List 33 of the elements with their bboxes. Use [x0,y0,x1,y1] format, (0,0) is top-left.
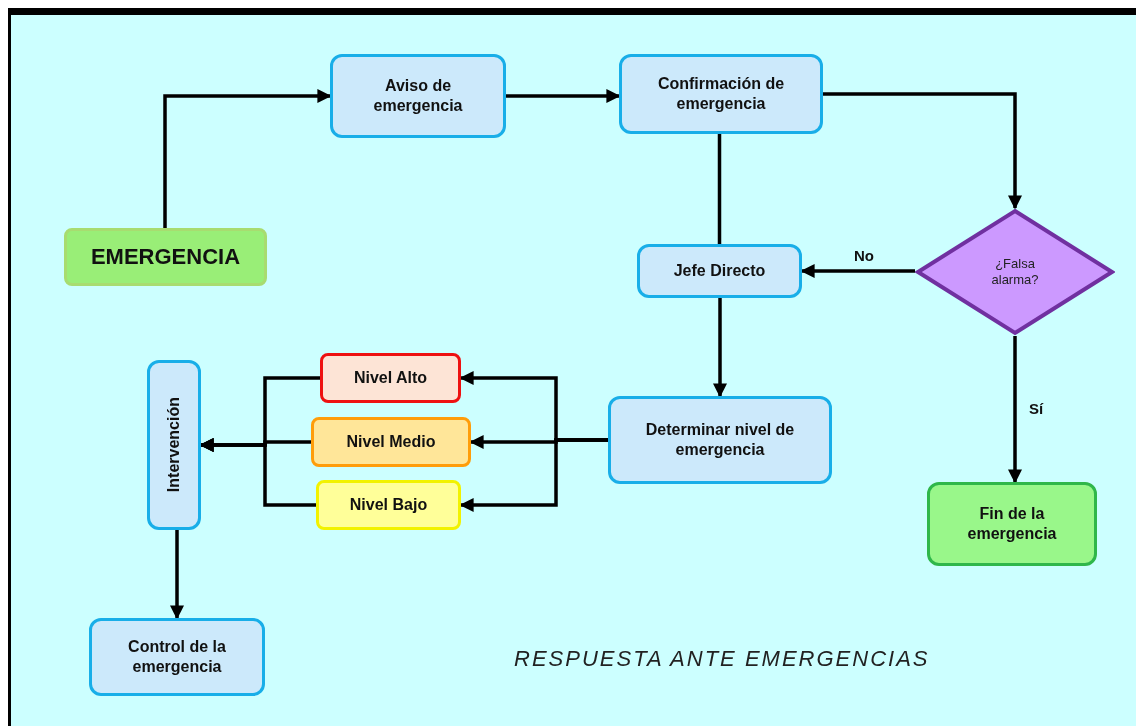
process-box [608,396,832,484]
end-box [927,482,1097,566]
node-text: Nivel Medio [346,432,436,452]
arrow [170,530,184,620]
node-text: Intervención [164,397,183,493]
start-box [64,228,267,286]
caption: RESPUESTA ANTE EMERGENCIAS [514,645,930,673]
arrow [713,298,727,398]
arrow [823,92,1022,210]
level-box [316,480,461,530]
node-text: Nivel Bajo [349,495,428,515]
node-text: EMERGENCIA [90,243,241,271]
level-box [320,353,461,403]
arrow [459,438,608,512]
decision-diamond [915,208,1115,336]
arrow [800,264,915,278]
node-text: Determinar nivel de emergencia [644,420,796,460]
level-box [311,417,471,467]
node-text: Control de la emergencia [127,637,227,677]
process-box [637,244,802,298]
process-box [89,618,265,696]
process-box [330,54,506,138]
process-box [147,360,201,530]
node-text: Nivel Alto [353,368,428,388]
process-box [619,54,823,134]
node-text: Aviso de emergencia [372,76,464,116]
node-text: ¿Falsa alarma? [990,255,1040,289]
node-text: Confirmación de emergencia [656,74,786,114]
arrow [1008,336,1022,484]
arrow [506,89,621,103]
node-text: Fin de la emergencia [966,504,1058,544]
arrow [163,89,332,228]
node-text: Jefe Directo [673,261,766,281]
